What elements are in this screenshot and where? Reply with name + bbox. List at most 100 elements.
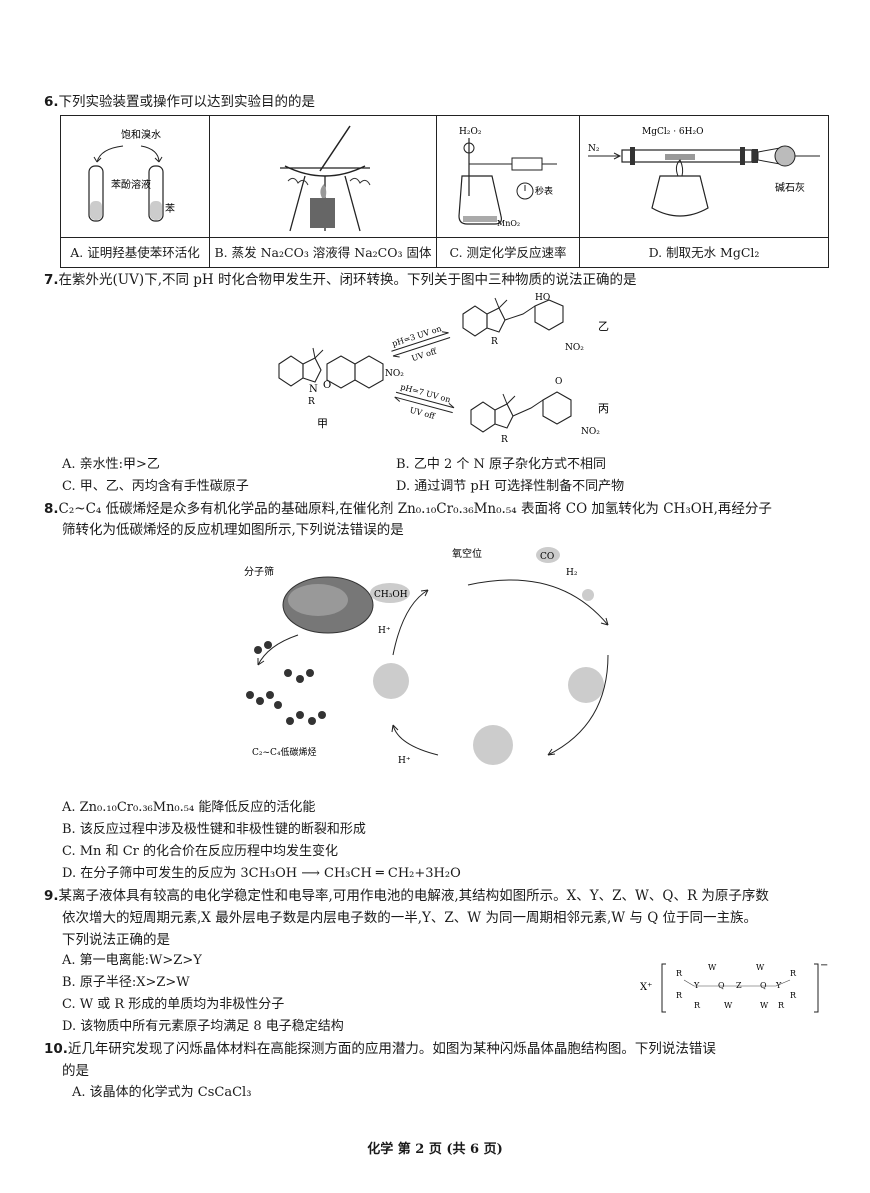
label-n2: N₂	[588, 144, 600, 154]
yi-no2: NO₂	[565, 343, 584, 353]
svg-text:R: R	[676, 991, 683, 1000]
svg-text:pH=3 UV on: pH=3 UV on	[391, 324, 443, 348]
label-soda-lime: 碱石灰	[775, 181, 805, 194]
svg-text:R: R	[694, 1001, 701, 1010]
label-jia: 甲	[317, 417, 328, 430]
q6-option-c: C. 测定化学反应速率	[437, 237, 579, 267]
label-sieve: 分子筛	[244, 565, 274, 578]
q8-option-d: D. 在分子筛中可发生的反应为 3CH₃OH ⟶ CH₃CH ═ CH₂+3H₂…	[62, 866, 461, 881]
q6-option-d: D. 制取无水 MgCl₂	[580, 237, 828, 267]
page-footer: 化学 第 2 页 (共 6 页)	[367, 1142, 503, 1157]
q10-stem: 10.近几年研究发现了闪烁晶体材料在高能探测方面的应用潜力。如图为某种闪烁晶体晶…	[44, 1039, 716, 1060]
q7-option-b: B. 乙中 2 个 N 原子杂化方式不相同	[396, 457, 606, 472]
svg-text:UV off: UV off	[409, 406, 437, 422]
q9-option-b: B. 原子半径:X>Z>W	[62, 975, 190, 990]
q9-stem-3: 下列说法正确的是	[62, 932, 170, 948]
q6-cell-d: N₂ MgCl₂ · 6H₂O 碱石灰 D. 制取无	[579, 115, 829, 268]
label-bing: 丙	[598, 402, 609, 415]
q9-stem: 9.某离子液体具有较高的电化学稳定性和电导率,可用作电池的电解液,其结构如图所示…	[44, 886, 769, 907]
svg-text:N: N	[309, 384, 318, 395]
svg-text:R: R	[491, 337, 498, 347]
q8-option-b: B. 该反应过程中涉及极性键和非极性键的断裂和形成	[62, 822, 366, 837]
label-hplus-2: H⁺	[398, 756, 411, 766]
q9-number: 9.	[44, 888, 59, 904]
label-x-cation: X⁺	[640, 982, 652, 993]
q8-mechanism-figure: 分子筛 CH₃OH H⁺ C₂~C₄低碳烯烃 氧空位 CO H₂ H⁺	[244, 547, 609, 766]
q10-option-a: A. 该晶体的化学式为 CsCaCl₃	[72, 1085, 252, 1100]
svg-text:Y: Y	[693, 981, 700, 990]
q8-number: 8.	[44, 501, 59, 517]
q7-option-c: C. 甲、乙、丙均含有手性碳原子	[62, 479, 249, 494]
svg-text:R: R	[790, 969, 797, 978]
q7-text: 在紫外光(UV)下,不同 pH 时化合物甲发生开、闭环转换。下列关于图中三种物质…	[58, 272, 637, 288]
q10-stem-2: 的是	[62, 1063, 89, 1079]
svg-text:W: W	[756, 963, 765, 972]
q7-number: 7.	[44, 272, 59, 288]
label-h2: H₂	[566, 568, 578, 578]
q9-option-a: A. 第一电离能:W>Z>Y	[62, 953, 202, 968]
label-ch3oh: CH₃OH	[374, 590, 408, 600]
label-mgcl2: MgCl₂ · 6H₂O	[642, 127, 704, 137]
q7-stem: 7.在紫外光(UV)下,不同 pH 时化合物甲发生开、闭环转换。下列关于图中三种…	[44, 270, 636, 291]
q6-figure-c: H₂O₂ 秒表 MnO₂	[437, 116, 579, 237]
svg-text:pH=7 UV on: pH=7 UV on	[399, 382, 451, 404]
svg-text:R: R	[308, 397, 315, 407]
q8-option-c: C. Mn 和 Cr 的化合价在反应历程中均发生变化	[62, 844, 338, 859]
q6-table: 饱和溴水 苯酚溶液 苯 A. 证明羟基使苯环活化	[60, 115, 829, 268]
label-phenol: 苯酚溶液	[111, 178, 151, 191]
label-bromine-water: 饱和溴水	[121, 128, 161, 141]
svg-text:HO: HO	[535, 293, 550, 303]
q8-stem-2: 筛转化为低碳烯烃的反应机理如图所示,下列说法错误的是	[62, 522, 404, 538]
label-yi: 乙	[598, 320, 609, 333]
q7-option-d: D. 通过调节 pH 可选择性制备不同产物	[396, 479, 625, 494]
svg-text:R: R	[501, 435, 508, 445]
label-benzene: 苯	[165, 202, 175, 215]
dehydration-tube-diagram: N₂ MgCl₂ · 6H₂O 碱石灰	[588, 127, 820, 217]
label-anion: −	[820, 960, 828, 971]
q6-cell-b: B. 蒸发 Na₂CO₃ 溶液得 Na₂CO₃ 固体	[209, 115, 437, 268]
q8-option-a: A. Zn₀.₁₀Cr₀.₃₆Mn₀.₅₄ 能降低反应的活化能	[62, 800, 316, 815]
svg-text:R: R	[790, 991, 797, 1000]
reaction-rate-diagram: H₂O₂ 秒表 MnO₂	[458, 127, 557, 228]
svg-text:Z: Z	[736, 981, 742, 990]
svg-text:R: R	[778, 1001, 785, 1010]
q6-option-b: B. 蒸发 Na₂CO₃ 溶液得 Na₂CO₃ 固体	[210, 237, 436, 267]
q6-option-a: A. 证明羟基使苯环活化	[61, 237, 209, 267]
q6-cell-c: H₂O₂ 秒表 MnO₂ C. 测定化学反应速率	[436, 115, 580, 268]
evaporation-diagram	[280, 125, 371, 232]
q6-text: 下列实验装置或操作可以达到实验目的的是	[58, 94, 316, 110]
q6-stem: 6.下列实验装置或操作可以达到实验目的的是	[44, 92, 315, 113]
svg-text:W: W	[760, 1001, 769, 1010]
svg-text:R: R	[676, 969, 683, 978]
q7-option-a: A. 亲水性:甲>乙	[62, 457, 160, 472]
svg-text:O: O	[323, 380, 331, 391]
svg-text:Q: Q	[718, 981, 725, 990]
svg-text:O: O	[555, 377, 562, 387]
q6-figure-a: 饱和溴水 苯酚溶液 苯	[61, 116, 209, 237]
svg-text:Q: Q	[760, 981, 767, 990]
q7-figure: N R O NO₂ 甲 pH=3 UV on UV off pH=7 UV on…	[278, 293, 609, 445]
q6-figure-d: N₂ MgCl₂ · 6H₂O 碱石灰	[580, 116, 828, 237]
q10-text-1: 近几年研究发现了闪烁晶体材料在高能探测方面的应用潜力。如图为某种闪烁晶体晶胞结构…	[67, 1041, 716, 1057]
svg-text:Y: Y	[775, 981, 782, 990]
label-mno2: MnO₂	[497, 219, 520, 228]
bing-no2: NO₂	[581, 427, 600, 437]
bromine-tubes-diagram: 饱和溴水 苯酚溶液 苯	[88, 128, 175, 222]
svg-text:W: W	[724, 1001, 733, 1010]
svg-text:W: W	[708, 963, 717, 972]
label-stopwatch: 秒表	[535, 185, 553, 197]
q8-text-1: C₂~C₄ 低碳烯烃是众多有机化学品的基础原料,在催化剂 Zn₀.₁₀Cr₀.₃…	[58, 501, 772, 517]
label-co: CO	[540, 552, 554, 562]
label-h2o2: H₂O₂	[459, 127, 482, 137]
label-vacancy: 氧空位	[452, 547, 482, 560]
q9-stem-2: 依次增大的短周期元素,X 最外层电子数是内层电子数的一半,Y、Z、W 为同一周期…	[62, 910, 758, 926]
q8-stem: 8.C₂~C₄ 低碳烯烃是众多有机化学品的基础原料,在催化剂 Zn₀.₁₀Cr₀…	[44, 499, 772, 520]
q6-figure-b	[210, 116, 436, 237]
q6-cell-a: 饱和溴水 苯酚溶液 苯 A. 证明羟基使苯环活化	[60, 115, 210, 268]
q9-text-1: 某离子液体具有较高的电化学稳定性和电导率,可用作电池的电解液,其结构如图所示。X…	[58, 888, 769, 904]
q9-option-c: C. W 或 R 形成的单质均为非极性分子	[62, 997, 285, 1012]
q9-option-d: D. 该物质中所有元素原子均满足 8 电子稳定结构	[62, 1019, 344, 1034]
jia-no2: NO₂	[385, 369, 404, 379]
q6-number: 6.	[44, 94, 59, 110]
